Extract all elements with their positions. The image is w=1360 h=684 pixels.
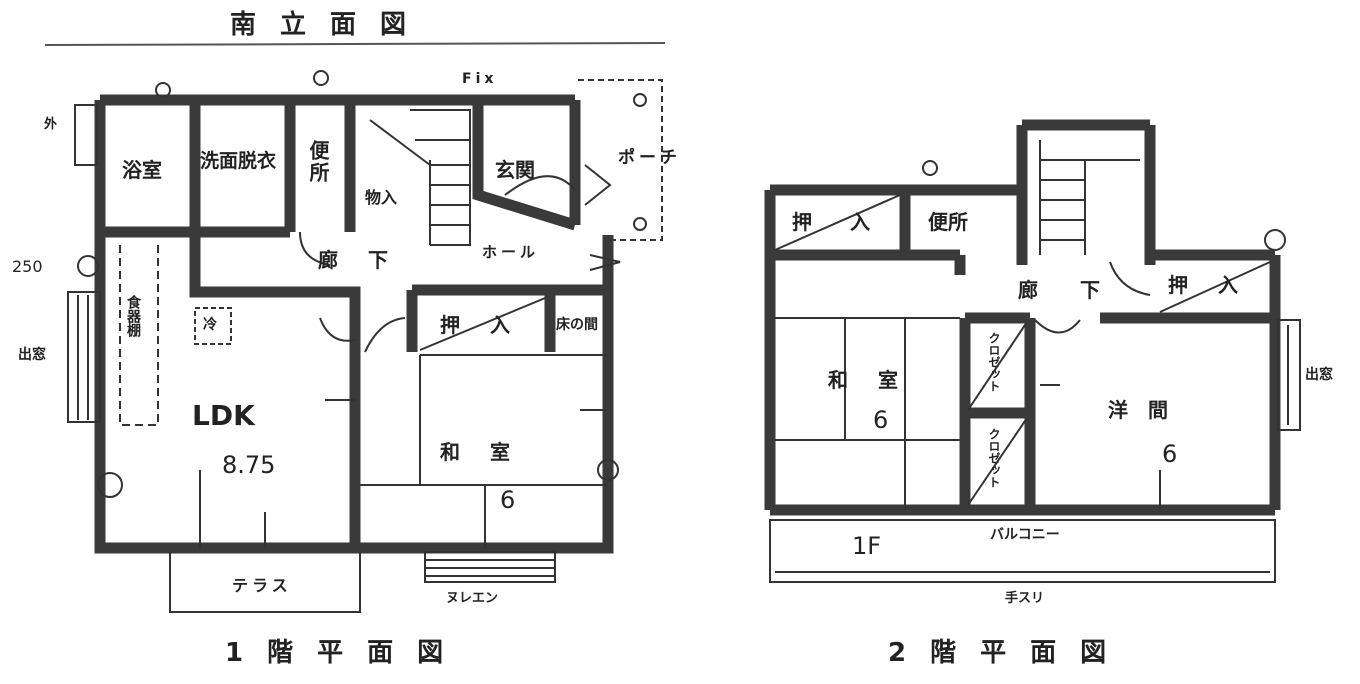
floor2-floor-mark: 1F bbox=[852, 532, 882, 560]
floor1-ldk-label: LDK bbox=[192, 399, 255, 432]
floor1-outside-label: 外 bbox=[44, 117, 58, 132]
floor2-closet-left-label: 押入 bbox=[792, 210, 908, 234]
floor2-closet-lower-label: クロゼット bbox=[987, 428, 1001, 488]
floor1-hall-label: ホール bbox=[482, 243, 540, 261]
floor1-ldk-size: 8.75 bbox=[222, 451, 276, 479]
floor2-closet-upper-label: クロゼット bbox=[987, 332, 1001, 392]
floor1-title: 1階平面図 bbox=[225, 638, 468, 668]
floor1-porch-label: ポーチ bbox=[618, 148, 681, 168]
floor2-thin-lines bbox=[769, 140, 1301, 583]
floor1-thin-lines bbox=[67, 70, 663, 613]
floor1-entrance-label: 玄関 bbox=[495, 158, 535, 182]
floor1-fridge-label: 冷 bbox=[203, 317, 217, 333]
floor1-corridor-label: 廊下 bbox=[318, 248, 418, 272]
floor1-veranda-label: ヌレエン bbox=[446, 591, 499, 606]
floor2-title: 2階平面図 bbox=[888, 638, 1131, 668]
elevation-title: 南立面図 bbox=[230, 10, 431, 40]
floor2-handrail-label: 手スリ bbox=[1005, 591, 1045, 606]
floor1-fix-label: Fix bbox=[462, 71, 498, 87]
floor2-western-label: 洋間 bbox=[1108, 398, 1188, 422]
floor1-wash-label: 洗面脱衣 bbox=[200, 150, 277, 172]
floor2-walls bbox=[764, 119, 1281, 516]
floor1-tokonoma-label: 床の間 bbox=[556, 317, 598, 333]
floor2-washitsu-size: 6 bbox=[873, 406, 889, 434]
floor2-closet-right-label: 押入 bbox=[1168, 273, 1268, 297]
floor1-bath-label: 浴室 bbox=[122, 158, 162, 182]
floor2-washitsu-label: 和室 bbox=[828, 368, 928, 392]
floor2-toilet-label: 便所 bbox=[928, 210, 968, 234]
elevation-underline bbox=[44, 42, 666, 46]
floor1-toilet-label: 便所 bbox=[306, 140, 330, 184]
floor1-terrace-label: テラス bbox=[232, 576, 292, 595]
floor1-washitsu-size: 6 bbox=[500, 486, 516, 514]
floor1-washitsu-label: 和室 bbox=[440, 440, 540, 464]
floor2-corridor-label: 廊下 bbox=[1018, 278, 1142, 302]
floor2-western-size: 6 bbox=[1162, 440, 1178, 468]
floor1-storage-label: 物入 bbox=[365, 188, 398, 207]
floor1-closet-label: 押入 bbox=[440, 313, 540, 337]
floor2-balcony-label: バルコニー bbox=[990, 527, 1060, 543]
floor1-dim-250: 250 bbox=[12, 257, 43, 276]
floor2-bay-window-label: 出窓 bbox=[1305, 367, 1333, 383]
floor1-bay-window-label: 出窓 bbox=[18, 347, 46, 363]
floor1-kitchen-shelf-label: 食器棚 bbox=[125, 295, 141, 337]
